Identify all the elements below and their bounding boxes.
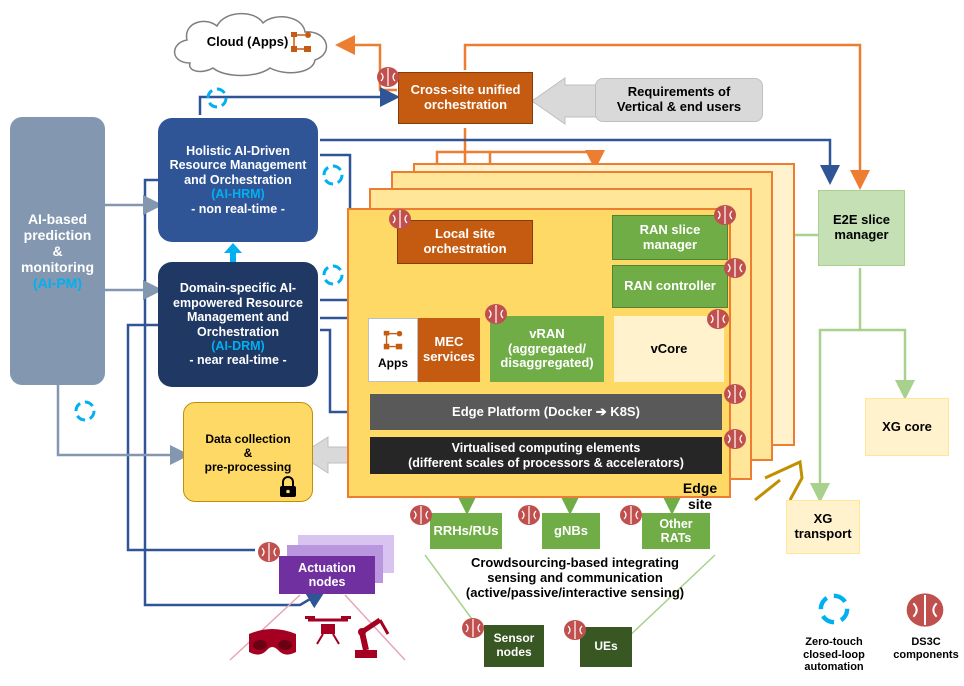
ai-hrm-mode: - non real-time - [191,201,285,216]
virtualised-computing-box[interactable]: Virtualised computing elements (differen… [370,437,722,474]
local-orchestration-box[interactable]: Local site orchestration [397,220,533,264]
xg-transport-box[interactable]: XG transport [786,500,860,554]
ai-hrm-box[interactable]: Holistic AI-Driven Resource Management a… [158,118,318,242]
virtualised-line2: (different scales of processors & accele… [408,455,684,470]
edge-platform-box[interactable]: Edge Platform (Docker ➔ K8S) [370,394,722,430]
drone-icon [305,616,351,645]
ai-hrm-abbr: (AI-HRM) [211,187,265,202]
crowdsourcing-text: Crowdsourcing-based integrating sensing … [430,555,720,601]
xg-core-box[interactable]: XG core [865,398,949,456]
vcore-box[interactable]: vCore [614,316,724,382]
apps-label: Apps [378,356,408,371]
data-collection-line1: Data collection [205,432,291,446]
virtualised-line1: Virtualised computing elements [451,441,641,456]
rrh-box[interactable]: RRHs/RUs [430,513,502,549]
ai-pm-box[interactable]: AI-based prediction & monitoring (AI-PM) [10,117,105,385]
brain-icon [724,429,746,449]
ai-pm-line3: monitoring [20,259,95,276]
ai-pm-line2: & [52,242,63,259]
brain-icon [462,618,484,638]
crowd-line1: Crowdsourcing-based integrating [470,555,679,570]
data-collection-line3: pre-processing [204,459,292,474]
edge-site-label: Edge site [682,480,718,513]
brain-icon [906,593,944,627]
e2e-slice-manager-box[interactable]: E2E slice manager [818,190,905,266]
flowchart-icon [383,330,403,350]
ai-drm-title: Domain-specific AI-empowered Resource Ma… [173,281,303,339]
ai-hrm-title: Holistic AI-Driven Resource Management a… [169,144,307,187]
vran-box[interactable]: vRAN (aggregated/ disaggregated) [490,316,604,382]
brain-icon [518,505,540,525]
closed-loop-icon [206,87,228,109]
requirements-box[interactable]: Requirements of Vertical & end users [595,78,763,122]
closed-loop-icon [322,164,344,186]
ues-box[interactable]: UEs [580,627,632,667]
brain-icon [724,258,746,278]
cloud-label: Cloud (Apps) [206,34,289,49]
brain-icon [485,304,507,324]
ran-controller-box[interactable]: RAN controller [612,265,728,308]
brain-icon [724,384,746,404]
brain-icon [410,505,432,525]
brain-icon [389,209,411,229]
other-rat-box[interactable]: Other RATs [642,513,710,549]
data-collection-line2: & [243,445,253,460]
robot-arm-icon [355,617,390,658]
ran-slice-manager-box[interactable]: RAN slice manager [612,215,728,260]
cross-site-orchestration-box[interactable]: Cross-site unified orchestration [398,72,533,124]
gnb-box[interactable]: gNBs [542,513,600,549]
ai-pm-abbr: (AI-PM) [33,275,82,292]
data-collection-box[interactable]: Data collection & pre-processing [183,402,313,502]
ai-drm-box[interactable]: Domain-specific AI-empowered Resource Ma… [158,262,318,387]
crowd-line2: sensing and communication [487,569,663,585]
apps-box[interactable]: Apps [368,318,418,382]
closed-loop-icon [322,264,344,286]
crowd-line3: (active/passive/interactive sensing) [465,584,685,600]
brain-icon [564,620,586,640]
lock-icon [280,476,296,497]
ai-drm-abbr: (AI-DRM) [211,338,265,353]
mec-services-box[interactable]: MEC services [418,318,480,382]
vr-headset-icon [249,629,296,655]
brain-icon [714,205,736,225]
cloud-shape [173,12,328,77]
legend-ds3c-label: DS3C components [893,636,959,661]
closed-loop-icon [818,593,850,625]
legend-zero-touch-label: Zero-touch closed-loop automation [803,636,865,674]
actuation-nodes-box[interactable]: Actuation nodes [279,556,375,594]
sensor-nodes-box[interactable]: Sensor nodes [484,625,544,667]
closed-loop-icon [74,400,96,422]
brain-icon [707,309,729,329]
ai-drm-mode: - near real-time - [189,353,287,368]
brain-icon [377,67,399,87]
brain-icon [258,542,280,562]
flowchart-icon [291,32,311,52]
brain-icon [620,505,642,525]
ai-pm-line1: AI-based prediction [23,210,92,243]
